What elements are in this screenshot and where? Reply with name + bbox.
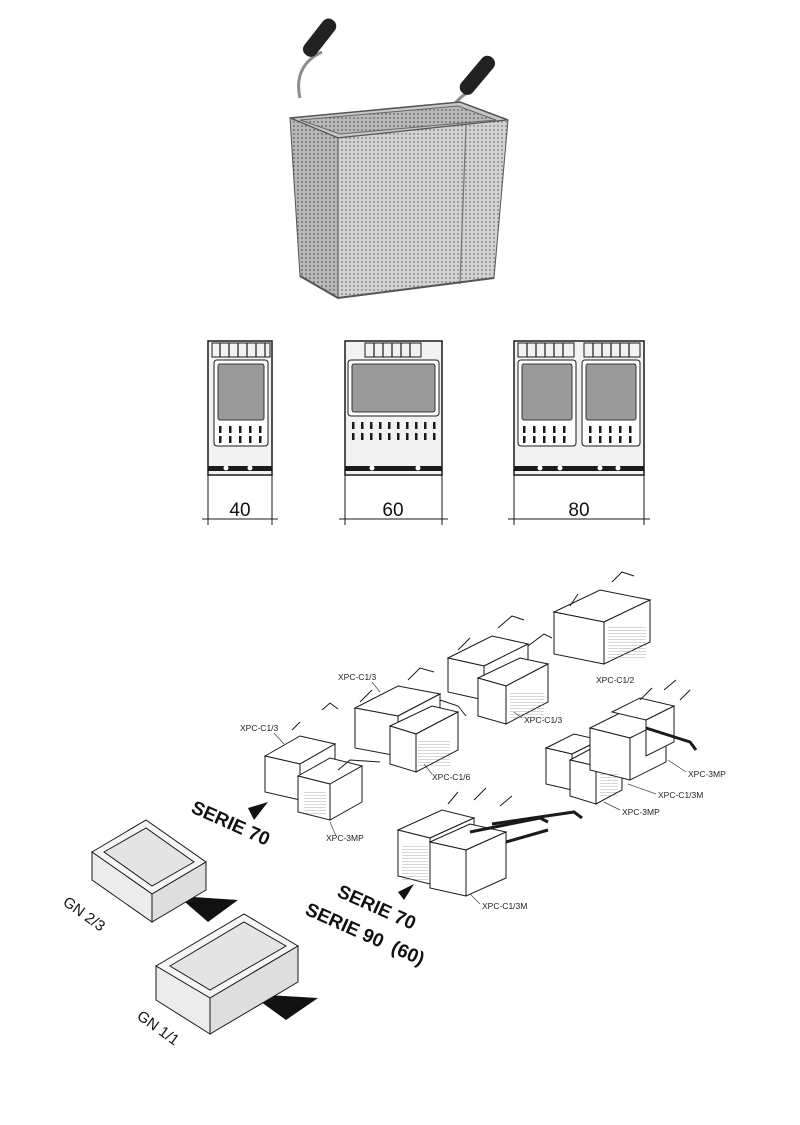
basket-group-70-60 — [353, 667, 467, 773]
gn-1-1-tray — [155, 913, 299, 1035]
size-60-label: (60) — [388, 937, 427, 970]
basket-group-c12 — [552, 571, 652, 665]
dimension-lines — [202, 475, 650, 525]
gn-2-3-label: GN 2/3 — [60, 893, 108, 935]
front-view-40 — [207, 340, 273, 476]
label-xpc-c1-3-c: XPC-C1/3 — [524, 715, 563, 725]
label-xpc-3mp-b: XPC-3MP — [688, 769, 726, 779]
gn-1-1-label: GN 1/1 — [134, 1007, 182, 1049]
label-leaders — [273, 681, 687, 905]
front-view-80 — [513, 340, 645, 476]
label-xpc-3mp-c: XPC-3MP — [622, 807, 660, 817]
basket-group-70-40 — [263, 702, 381, 821]
label-xpc-c1-3m-a: XPC-C1/3M — [658, 790, 703, 800]
gn-2-3-tray — [91, 819, 207, 923]
basket-group-90-3mp — [544, 679, 698, 805]
basket-group-70-80-c13 — [446, 615, 553, 725]
label-xpc-c1-3m-b: XPC-C1/3M — [482, 901, 527, 911]
dimension-80: 80 — [568, 500, 589, 521]
label-xpc-3mp-a: XPC-3MP — [326, 833, 364, 843]
label-xpc-c1-6: XPC-C1/6 — [432, 772, 471, 782]
pasta-basket-illustration — [289, 18, 509, 300]
label-xpc-c1-3-a: XPC-C1/3 — [338, 672, 377, 682]
front-view-60 — [344, 340, 443, 476]
basket-group-90-c13m — [396, 787, 583, 897]
label-xpc-c1-2: XPC-C1/2 — [596, 675, 635, 685]
label-xpc-c1-3-b: XPC-C1/3 — [240, 723, 279, 733]
dimension-60: 60 — [382, 500, 403, 521]
dimension-40: 40 — [229, 500, 250, 521]
